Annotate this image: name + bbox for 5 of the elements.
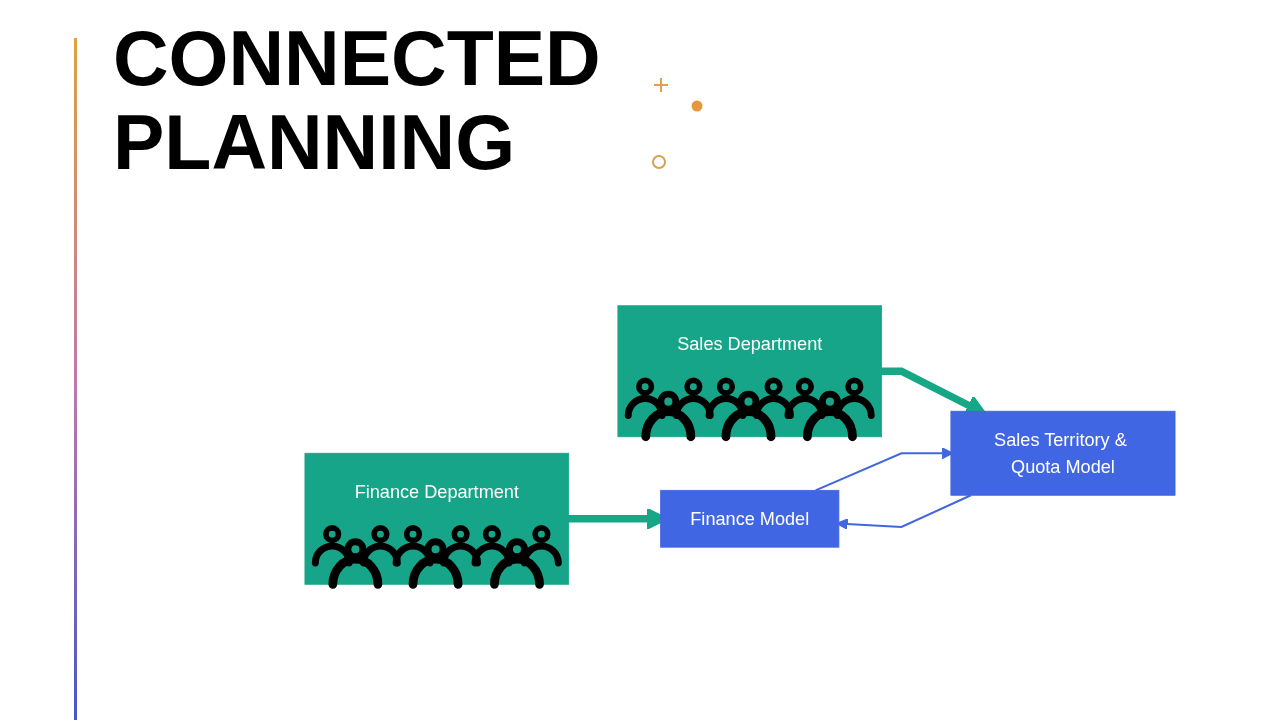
node-box: Finance Model bbox=[660, 489, 840, 548]
node-box: Sales Department bbox=[617, 305, 883, 438]
node-box: Sales Territory & Quota Model bbox=[950, 410, 1176, 496]
title: CONNECTED PLANNING bbox=[113, 16, 601, 184]
node-box: Finance Department bbox=[304, 452, 570, 585]
